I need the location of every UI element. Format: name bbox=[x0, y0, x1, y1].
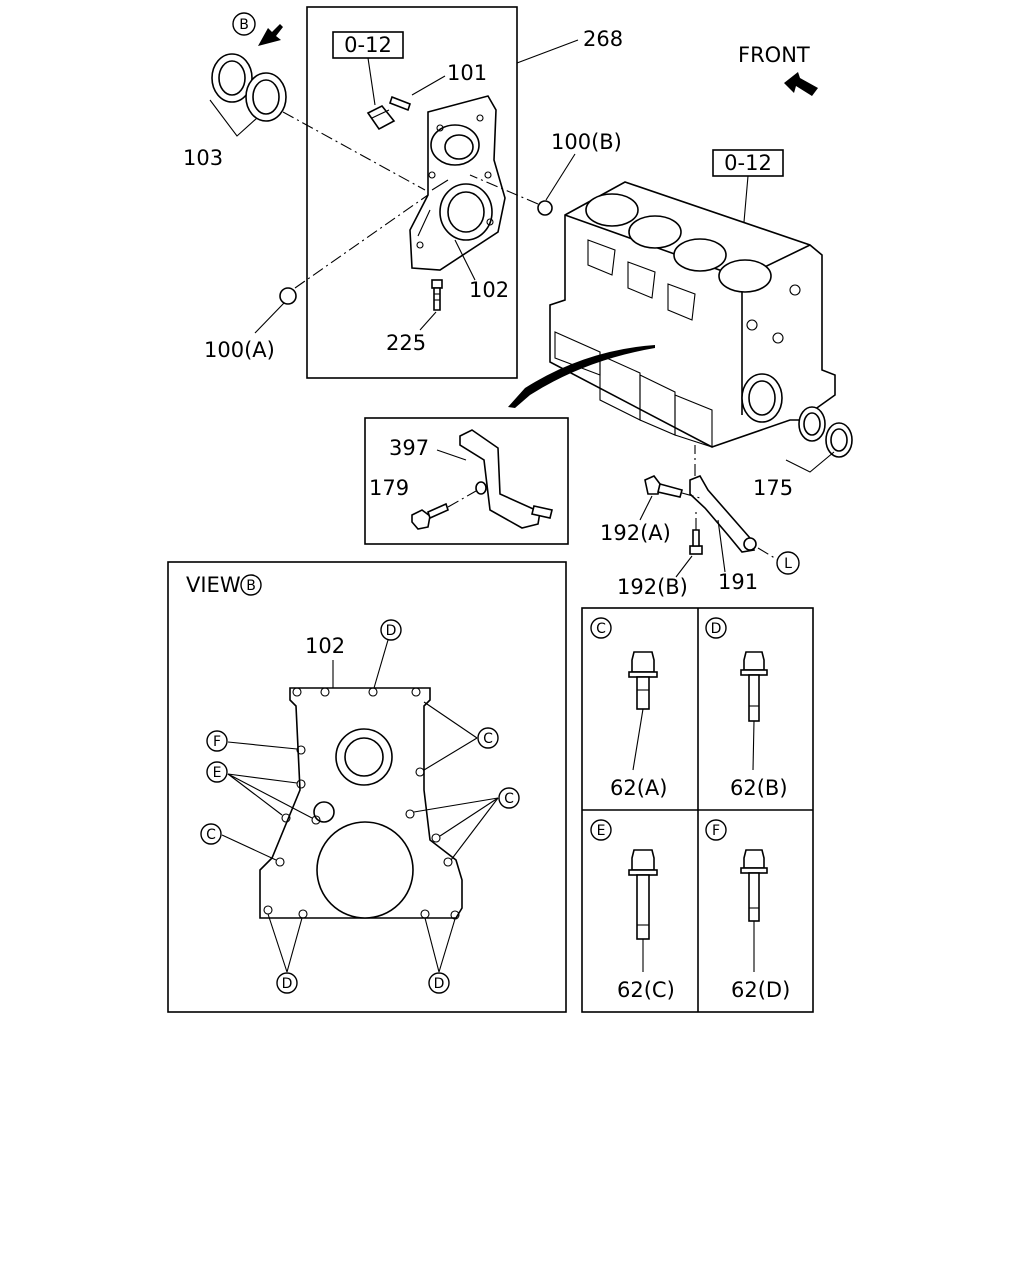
view-b-frame bbox=[167, 561, 567, 1013]
label-102-view: 102 bbox=[305, 634, 345, 658]
svg-text:F: F bbox=[213, 734, 221, 750]
bolt-icon-62b bbox=[740, 651, 768, 722]
label-179: 179 bbox=[369, 476, 409, 500]
view-direction-arrow-icon bbox=[258, 24, 283, 46]
bolt-part-179 bbox=[411, 502, 449, 530]
svg-text:E: E bbox=[213, 765, 222, 781]
label-100a: 100(A) bbox=[204, 338, 275, 362]
label-62b: 62(B) bbox=[730, 776, 788, 800]
seal-part-103 bbox=[211, 53, 287, 122]
svg-text:C: C bbox=[483, 731, 493, 747]
bolt-icon-62d bbox=[740, 849, 768, 922]
table-marker-e: E bbox=[590, 819, 612, 841]
marker-c-left: C bbox=[200, 823, 222, 845]
label-62a: 62(A) bbox=[610, 776, 667, 800]
front-label: FRONT bbox=[738, 43, 810, 67]
label-62d: 62(D) bbox=[731, 978, 790, 1002]
marker-e: E bbox=[206, 761, 228, 783]
table-marker-c: C bbox=[590, 617, 612, 639]
svg-text:D: D bbox=[386, 623, 397, 639]
svg-text:D: D bbox=[711, 621, 722, 637]
label-192b: 192(B) bbox=[617, 575, 688, 599]
cover-group-frame bbox=[306, 6, 518, 379]
front-arrow-icon bbox=[784, 72, 818, 96]
view-marker-b-top: B bbox=[232, 12, 256, 36]
oring-part-100b bbox=[537, 200, 553, 216]
marker-l: L bbox=[776, 551, 800, 575]
marker-c-right-mid: C bbox=[498, 787, 520, 809]
label-103: 103 bbox=[183, 146, 223, 170]
bracket-group-frame bbox=[364, 417, 569, 545]
table-marker-f: F bbox=[705, 819, 727, 841]
svg-text:B: B bbox=[239, 17, 249, 33]
bracket-part-397 bbox=[459, 429, 553, 529]
marker-f: F bbox=[206, 730, 228, 752]
cover-plate-view bbox=[259, 687, 463, 920]
rear-seal-part-175 bbox=[798, 406, 853, 458]
svg-text:C: C bbox=[596, 621, 606, 637]
ref-label-cover: 0-12 bbox=[344, 33, 392, 57]
svg-text:C: C bbox=[504, 791, 514, 807]
svg-text:D: D bbox=[282, 976, 293, 992]
oring-part-100a bbox=[279, 287, 297, 305]
svg-text:C: C bbox=[206, 827, 216, 843]
label-192a: 192(A) bbox=[600, 521, 671, 545]
label-191: 191 bbox=[718, 570, 758, 594]
sensor-part-101 bbox=[366, 95, 411, 131]
svg-text:F: F bbox=[712, 823, 720, 839]
svg-text:E: E bbox=[597, 823, 606, 839]
bolt-part-192b bbox=[689, 529, 703, 555]
label-101: 101 bbox=[447, 61, 487, 85]
marker-d-bottom-right: D bbox=[428, 972, 450, 994]
marker-d-top: D bbox=[380, 619, 402, 641]
engine-block-part bbox=[549, 181, 836, 448]
label-175: 175 bbox=[753, 476, 793, 500]
view-marker-b: B bbox=[240, 574, 262, 596]
label-100b: 100(B) bbox=[551, 130, 622, 154]
bolt-icon-62a bbox=[628, 651, 658, 710]
ref-label-block: 0-12 bbox=[724, 151, 772, 175]
svg-text:B: B bbox=[246, 578, 256, 594]
svg-text:D: D bbox=[434, 976, 445, 992]
label-397: 397 bbox=[389, 436, 429, 460]
svg-text:L: L bbox=[784, 556, 792, 572]
marker-d-bottom-left: D bbox=[276, 972, 298, 994]
label-225: 225 bbox=[386, 331, 426, 355]
label-268: 268 bbox=[583, 27, 623, 51]
bracket-part-191 bbox=[689, 474, 757, 553]
bolt-part-225 bbox=[431, 279, 443, 311]
view-title: VIEW bbox=[186, 573, 241, 597]
label-102-top: 102 bbox=[469, 278, 509, 302]
table-marker-d: D bbox=[705, 617, 727, 639]
timing-cover-part bbox=[409, 95, 506, 271]
bolt-icon-62c bbox=[628, 849, 658, 940]
marker-c-right-top: C bbox=[477, 727, 499, 749]
bolt-part-192a bbox=[644, 475, 683, 498]
label-62c: 62(C) bbox=[617, 978, 675, 1002]
